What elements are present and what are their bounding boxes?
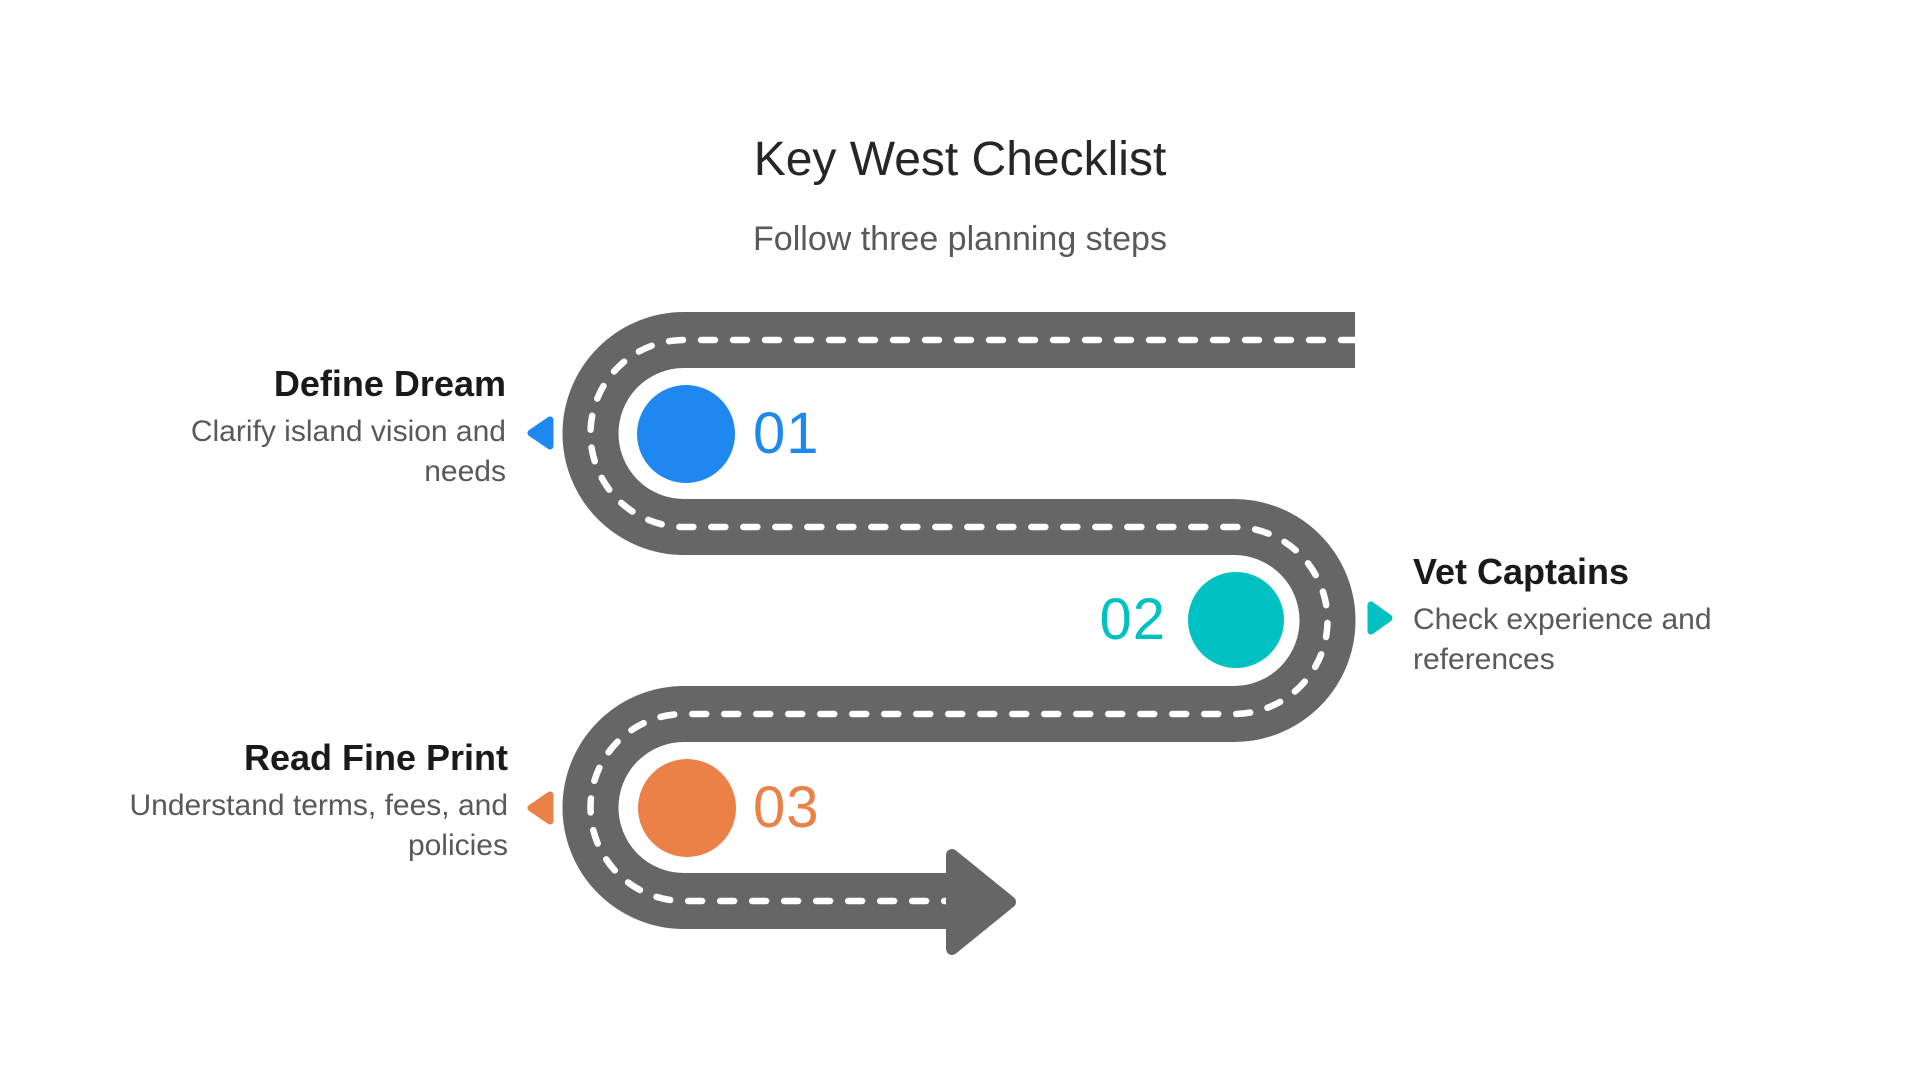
step-1-number: 01	[753, 401, 820, 466]
step-1-title: Define Dream	[273, 363, 506, 404]
step-1-circle	[637, 385, 735, 483]
step-1-description: Clarify island vision and needs	[190, 415, 506, 488]
step-3-description: Understand terms, fees, and policies	[129, 789, 508, 862]
road-arrowhead-icon	[946, 849, 1016, 955]
page-title: Key West Checklist	[753, 133, 1167, 186]
step-1-pointer-icon	[527, 416, 554, 450]
step-1-label: Define Dream Clarify island vision and n…	[111, 364, 506, 492]
step-2-pointer-icon	[1367, 601, 1393, 635]
step-3-number: 03	[753, 775, 820, 840]
step-3-pointer-icon	[527, 791, 554, 825]
road-centerline-dashes	[587, 336, 1359, 905]
step-2-number: 02	[1099, 587, 1166, 652]
step-3-label: Read Fine Print Understand terms, fees, …	[113, 738, 508, 866]
step-2-label: Vet Captains Check experience and refere…	[1413, 552, 1743, 680]
step-2-circle	[1188, 572, 1284, 668]
step-3-title: Read Fine Print	[243, 737, 508, 778]
page-subtitle: Follow three planning steps	[753, 220, 1167, 258]
step-2-description: Check experience and references	[1413, 603, 1712, 676]
step-3-circle	[638, 759, 736, 857]
step-2-title: Vet Captains	[1413, 551, 1630, 592]
